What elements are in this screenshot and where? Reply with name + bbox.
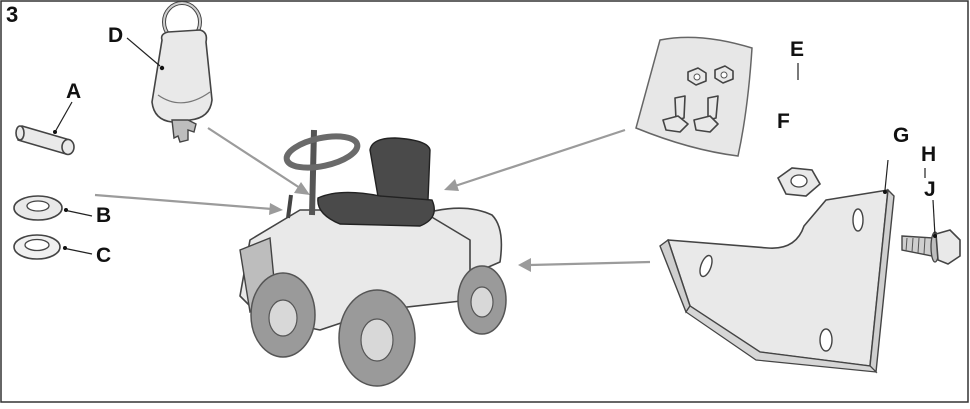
assembly-arrows	[94, 127, 651, 272]
bag-of-nuts-and-bolts-icon	[635, 36, 753, 157]
label-j: J	[924, 178, 936, 201]
label-c: C	[96, 244, 111, 267]
leader-b	[63, 209, 93, 217]
label-h: H	[921, 143, 936, 166]
arrow-key-to-mower	[207, 127, 301, 189]
mounting-bracket-icon	[659, 188, 895, 374]
leader-dot	[53, 130, 57, 134]
arrow-head	[269, 203, 283, 215]
nut-icon	[776, 167, 822, 197]
label-d: D	[108, 24, 123, 47]
leader-d	[126, 37, 161, 67]
figure-number: 3	[6, 2, 18, 27]
leader-j	[932, 199, 936, 237]
arrow-bracket-to-mower	[529, 260, 651, 267]
arrow-head	[444, 179, 459, 191]
label-b: B	[96, 204, 111, 227]
ignition-key-icon	[151, 1, 213, 143]
label-e: E	[790, 38, 804, 61]
arrow-head	[518, 258, 531, 272]
arrow-washer-to-mower	[94, 193, 273, 211]
arrow-head	[294, 182, 310, 195]
leader-dot	[883, 190, 887, 194]
washer-icon	[13, 195, 63, 221]
label-a: A	[66, 80, 81, 103]
bolt-icon	[901, 229, 961, 265]
ride-on-mower-illustration	[239, 129, 507, 387]
leader-a	[54, 101, 73, 133]
label-f: F	[777, 110, 790, 133]
leader-dot	[63, 246, 67, 250]
pin-icon	[15, 125, 75, 156]
leader-dot	[159, 65, 165, 71]
leader-dot	[64, 208, 68, 212]
leader-c	[62, 247, 93, 255]
arrow-bag-to-seat	[454, 128, 626, 188]
washer-icon	[13, 234, 61, 260]
label-g: G	[893, 124, 909, 147]
leader-g	[884, 159, 889, 191]
leader-dot	[933, 234, 937, 238]
